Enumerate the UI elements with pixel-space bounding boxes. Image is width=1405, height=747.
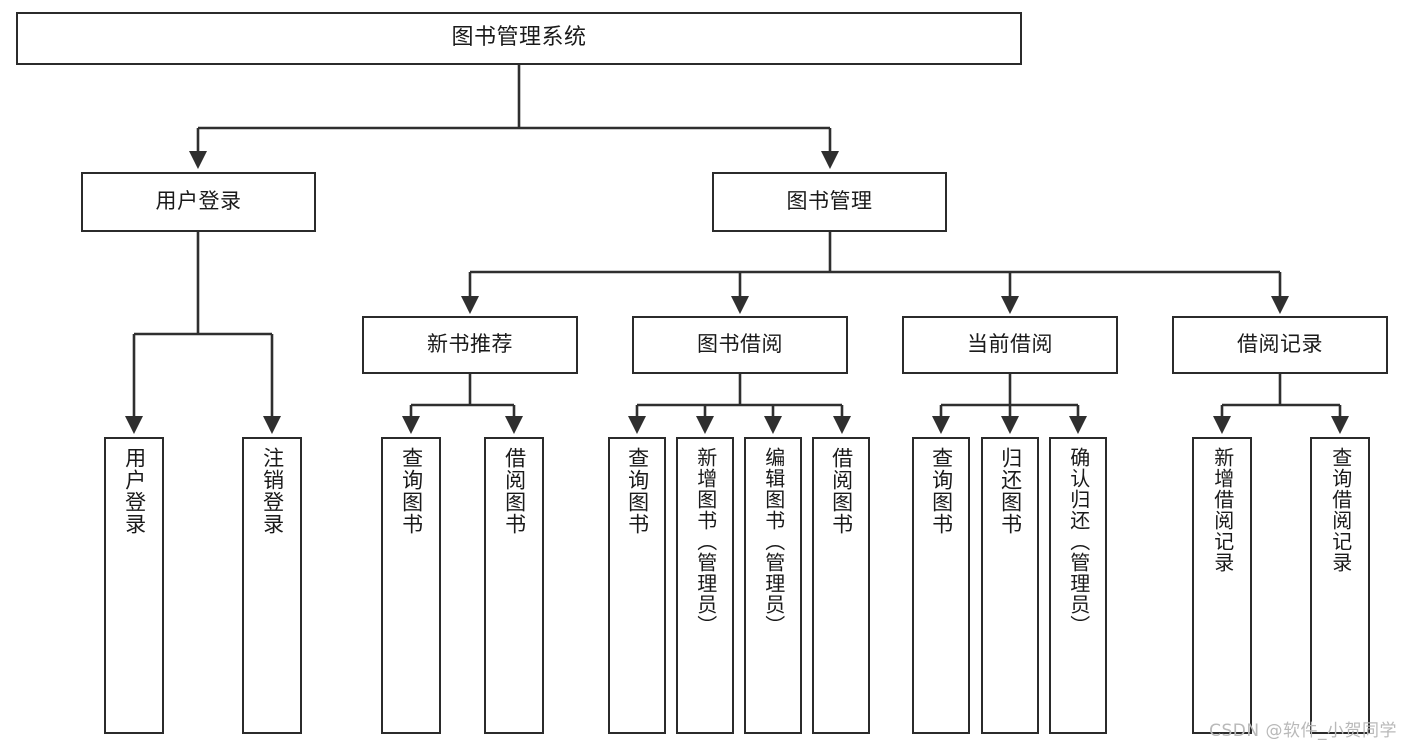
node-borrow-record[interactable]: 借阅记录 bbox=[1172, 316, 1388, 374]
leaf-book-borrow-edit-book-admin[interactable]: 编辑图书（管理员） bbox=[744, 437, 802, 734]
node-label: 借阅图书 bbox=[502, 447, 527, 535]
leaf-book-borrow-query-book[interactable]: 查询图书 bbox=[608, 437, 666, 734]
node-root-book-management-system[interactable]: 图书管理系统 bbox=[16, 12, 1022, 65]
node-label: 查询图书 bbox=[399, 447, 424, 535]
leaf-new-book-borrow-book[interactable]: 借阅图书 bbox=[484, 437, 544, 734]
node-label: 用户登录 bbox=[122, 447, 147, 535]
csdn-watermark: CSDN @软件_小贺同学 bbox=[1209, 721, 1397, 741]
node-label: 图书借阅 bbox=[697, 332, 783, 357]
leaf-user-login-logout[interactable]: 注销登录 bbox=[242, 437, 302, 734]
node-label: 新增借阅记录 bbox=[1210, 447, 1235, 573]
node-label: 借阅记录 bbox=[1237, 332, 1323, 357]
leaf-current-borrow-confirm-return-admin[interactable]: 确认归还（管理员） bbox=[1049, 437, 1107, 734]
node-user-login[interactable]: 用户登录 bbox=[81, 172, 316, 232]
leaf-user-login-login[interactable]: 用户登录 bbox=[104, 437, 164, 734]
node-label: 用户登录 bbox=[155, 189, 242, 214]
leaf-new-book-query-book[interactable]: 查询图书 bbox=[381, 437, 441, 734]
node-label: 图书管理系统 bbox=[451, 25, 587, 51]
node-label: 查询借阅记录 bbox=[1328, 447, 1353, 573]
leaf-borrow-record-add-record[interactable]: 新增借阅记录 bbox=[1192, 437, 1252, 734]
leaf-borrow-record-query-record[interactable]: 查询借阅记录 bbox=[1310, 437, 1370, 734]
leaf-book-borrow-add-book-admin[interactable]: 新增图书（管理员） bbox=[676, 437, 734, 734]
node-label: 注销登录 bbox=[260, 447, 285, 535]
leaf-current-borrow-query-book[interactable]: 查询图书 bbox=[912, 437, 970, 734]
node-book-management[interactable]: 图书管理 bbox=[712, 172, 947, 232]
node-label: 归还图书 bbox=[998, 447, 1023, 535]
node-label: 查询图书 bbox=[929, 447, 954, 535]
leaf-current-borrow-return-book[interactable]: 归还图书 bbox=[981, 437, 1039, 734]
node-label: 借阅图书 bbox=[829, 447, 854, 535]
node-label: 编辑图书（管理员） bbox=[761, 447, 786, 636]
node-label: 当前借阅 bbox=[967, 332, 1053, 357]
leaf-book-borrow-borrow-book[interactable]: 借阅图书 bbox=[812, 437, 870, 734]
node-current-borrow[interactable]: 当前借阅 bbox=[902, 316, 1118, 374]
node-new-book-recommend[interactable]: 新书推荐 bbox=[362, 316, 578, 374]
node-book-borrow[interactable]: 图书借阅 bbox=[632, 316, 848, 374]
node-label: 新增图书（管理员） bbox=[693, 447, 718, 636]
node-label: 查询图书 bbox=[625, 447, 650, 535]
node-label: 确认归还（管理员） bbox=[1066, 447, 1091, 636]
node-label: 新书推荐 bbox=[427, 332, 513, 357]
node-label: 图书管理 bbox=[786, 189, 873, 214]
